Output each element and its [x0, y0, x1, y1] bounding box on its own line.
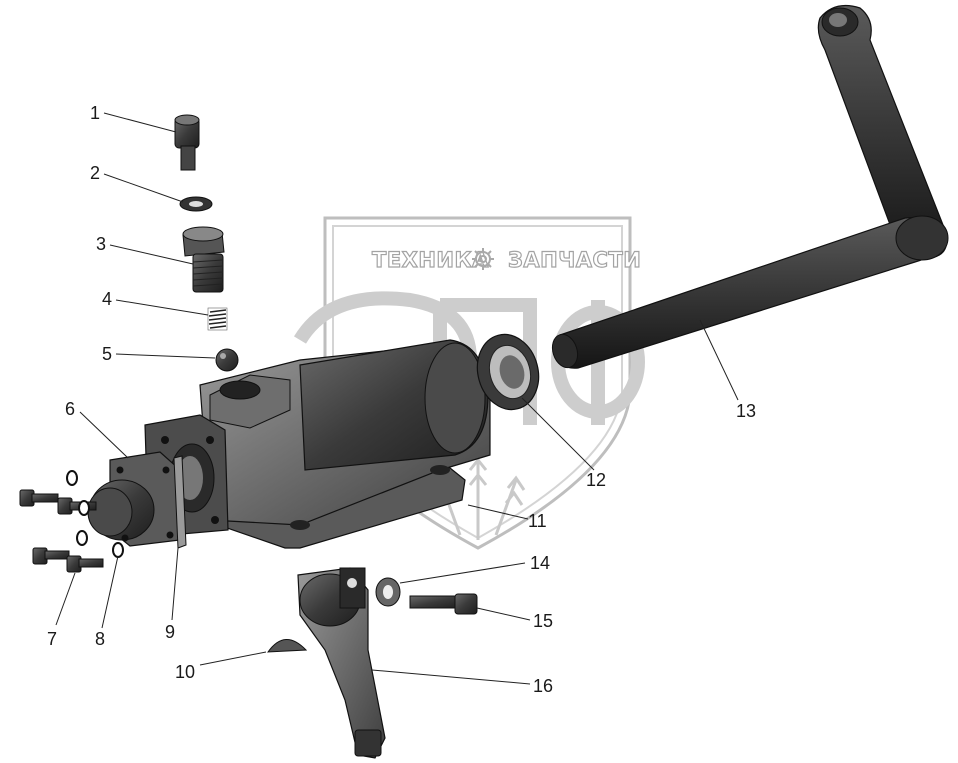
callout-13: 13	[736, 401, 756, 421]
callout-12: 12	[586, 470, 606, 490]
callout-2: 2	[90, 163, 100, 183]
callout-6: 6	[65, 399, 75, 419]
gear-icon	[472, 248, 494, 270]
part-13-hand-lever	[551, 5, 949, 369]
callout-16: 16	[533, 676, 553, 696]
part-16-lever	[297, 567, 386, 759]
callout-9: 9	[165, 622, 175, 642]
part-7-bolts	[19, 489, 104, 573]
callout-1: 1	[90, 103, 100, 123]
part-4-spring	[207, 307, 228, 331]
part-2-washer	[179, 196, 213, 212]
leader-lines	[55, 112, 739, 685]
part-3-valve-plug	[182, 226, 225, 293]
watermark-left-text: ТЕХНИКА	[372, 248, 489, 272]
callout-10: 10	[175, 662, 195, 682]
callout-11: 11	[528, 511, 547, 531]
part-6-cover	[87, 451, 181, 547]
callout-5: 5	[102, 344, 112, 364]
part-1-plug	[174, 114, 200, 171]
part-9-gasket	[173, 455, 187, 549]
callout-3: 3	[96, 234, 106, 254]
part-10-key	[266, 639, 308, 653]
part-12-seal	[476, 333, 540, 411]
callout-8: 8	[95, 629, 105, 649]
callout-14: 14	[530, 553, 550, 573]
callout-15: 15	[533, 611, 553, 631]
part-5-ball	[215, 348, 239, 372]
callout-4: 4	[102, 289, 112, 309]
part-14-washer	[375, 577, 401, 607]
part-15-bolt	[409, 593, 478, 615]
callout-labels: 1 2 3 4 5 6 7 8 9 10 11 12 13 14 15 16	[47, 103, 756, 696]
watermark-right-text: ЗАПЧАСТИ	[508, 248, 641, 272]
callout-7: 7	[47, 629, 57, 649]
